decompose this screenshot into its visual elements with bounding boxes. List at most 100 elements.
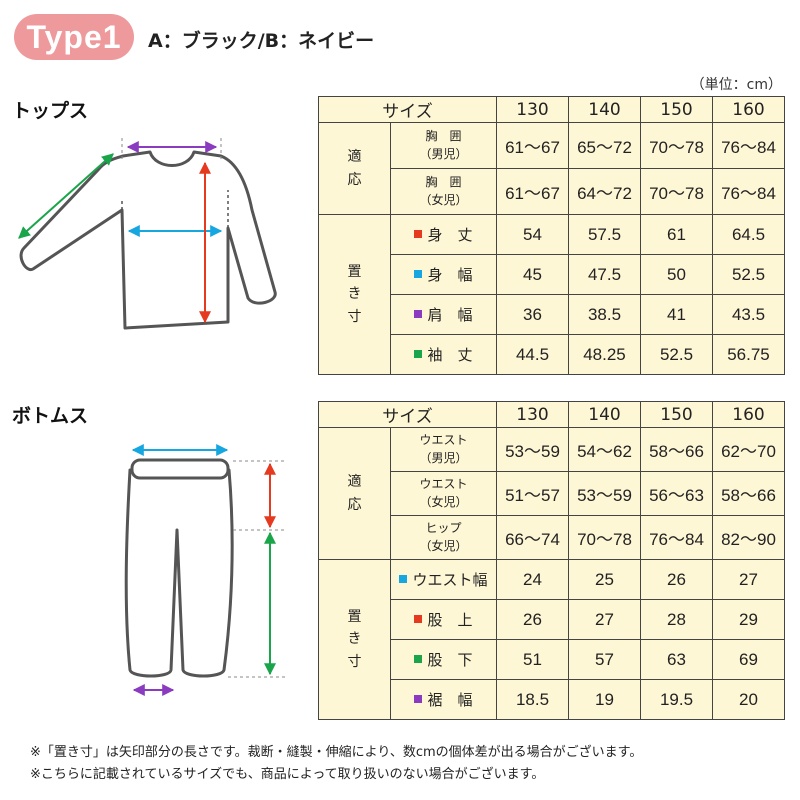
measure-group-label: 置 き 寸 <box>318 559 391 720</box>
size-header: サイズ <box>318 96 497 123</box>
table-header-row: サイズ 130 140 150 160 <box>318 401 785 428</box>
cell: 56～63 <box>640 471 713 516</box>
cell: 29 <box>712 599 785 640</box>
row-label: 肩 幅 <box>390 294 497 335</box>
cell: 27 <box>712 559 785 600</box>
table-row: ヒップ （女児） 66～74 70～78 76～84 82～90 <box>319 515 785 560</box>
row-label: 胸 囲 （男児） <box>390 122 497 169</box>
row-label: ヒップ （女児） <box>390 515 497 560</box>
cell: 66～74 <box>496 515 569 560</box>
cell: 61～67 <box>496 168 569 215</box>
cell: 64～72 <box>568 168 641 215</box>
cell: 41 <box>640 294 713 335</box>
cell: 54～62 <box>568 427 641 472</box>
tops-title: トップス <box>12 100 89 122</box>
cell: 25 <box>568 559 641 600</box>
unit-label: （単位：cm） <box>690 77 782 93</box>
cell: 76～84 <box>712 168 785 215</box>
cell: 54 <box>496 214 569 255</box>
footnotes: ※「置き寸」は矢印部分の長さです。裁断・縫製・伸縮により、数cmの個体差が出る場… <box>30 742 642 786</box>
cell: 38.5 <box>568 294 641 335</box>
sleeve-length-arrow <box>18 153 114 239</box>
pants-shape <box>124 468 234 678</box>
cell: 70～78 <box>568 515 641 560</box>
size-col: 130 <box>496 96 569 123</box>
size-col: 130 <box>496 401 569 428</box>
tops-size-table: サイズ 130 140 150 160 適 応 胸 囲 （男児） 61～67 6… <box>318 96 785 375</box>
row-label: 裾 幅 <box>390 679 497 720</box>
cell: 24 <box>496 559 569 600</box>
cell: 57 <box>568 639 641 680</box>
cell: 50 <box>640 254 713 295</box>
cell: 47.5 <box>568 254 641 295</box>
row-label: 身 丈 <box>390 214 497 255</box>
type-badge: Type1 <box>14 14 134 60</box>
tops-illustration <box>18 138 277 330</box>
cell: 51 <box>496 639 569 680</box>
row-label: ウエスト （女児） <box>390 471 497 516</box>
row-label: 袖 丈 <box>390 334 497 375</box>
footnote: ※こちらに記載されているサイズでも、商品によって取り扱いのない場合がございます。 <box>30 767 545 782</box>
cell: 70～78 <box>640 168 713 215</box>
cell: 43.5 <box>712 294 785 335</box>
cell: 20 <box>712 679 785 720</box>
cell: 36 <box>496 294 569 335</box>
cell: 69 <box>712 639 785 680</box>
table-header-row: サイズ 130 140 150 160 <box>318 96 785 123</box>
cell: 58～66 <box>640 427 713 472</box>
cell: 28 <box>640 599 713 640</box>
table-row: 袖 丈 44.5 48.25 52.5 56.75 <box>319 334 785 375</box>
cell: 70～78 <box>640 122 713 169</box>
waistband <box>130 458 230 480</box>
bottoms-illustration <box>124 444 285 696</box>
cell: 61 <box>640 214 713 255</box>
table-row: 置 き 寸 ウエスト幅 24 25 26 27 <box>318 559 785 720</box>
blue-square-icon <box>399 574 408 583</box>
cell: 57.5 <box>568 214 641 255</box>
green-square-icon <box>414 654 423 663</box>
color-variants: A：ブラック/B：ネイビー <box>148 30 375 52</box>
cell: 44.5 <box>496 334 569 375</box>
size-col: 140 <box>568 401 641 428</box>
cell: 65～72 <box>568 122 641 169</box>
table-row: 適 応 胸 囲 （男児） 61～67 65～72 70～78 76～84 <box>318 122 785 215</box>
cell: 53～59 <box>496 427 569 472</box>
green-square-icon <box>414 349 423 358</box>
table-row: 裾 幅 18.5 19 19.5 20 <box>319 679 785 720</box>
purple-square-icon <box>414 309 423 318</box>
row-label: ウエスト （男児） <box>390 427 497 472</box>
row-label: 股 下 <box>390 639 497 680</box>
cell: 82～90 <box>712 515 785 560</box>
cell: 56.75 <box>712 334 785 375</box>
fit-group-label: 適 応 <box>318 122 391 215</box>
cell: 76～84 <box>712 122 785 169</box>
table-row: 置 き 寸 身 丈 54 57.5 61 64.5 <box>318 214 785 375</box>
red-square-icon <box>414 614 423 623</box>
cell: 27 <box>568 599 641 640</box>
blue-square-icon <box>414 269 423 278</box>
row-label: ウエスト幅 <box>390 559 497 600</box>
cell: 52.5 <box>640 334 713 375</box>
red-square-icon <box>414 229 423 238</box>
size-col: 160 <box>712 96 785 123</box>
table-row: 股 上 26 27 28 29 <box>319 599 785 640</box>
cell: 48.25 <box>568 334 641 375</box>
table-row: 肩 幅 36 38.5 41 43.5 <box>319 294 785 335</box>
cell: 19.5 <box>640 679 713 720</box>
cell: 45 <box>496 254 569 295</box>
cell: 61～67 <box>496 122 569 169</box>
cell: 53～59 <box>568 471 641 516</box>
size-col: 160 <box>712 401 785 428</box>
row-label: 胸 囲 （女児） <box>390 168 497 215</box>
cell: 58～66 <box>712 471 785 516</box>
cell: 19 <box>568 679 641 720</box>
cell: 64.5 <box>712 214 785 255</box>
fit-group-label: 適 応 <box>318 427 391 560</box>
cell: 52.5 <box>712 254 785 295</box>
table-row: 適 応 ウエスト （男児） 53～59 54～62 58～66 62～70 <box>318 427 785 560</box>
purple-square-icon <box>414 694 423 703</box>
size-col: 150 <box>640 96 713 123</box>
cell: 51～57 <box>496 471 569 516</box>
measure-group-label: 置 き 寸 <box>318 214 391 375</box>
cell: 62～70 <box>712 427 785 472</box>
